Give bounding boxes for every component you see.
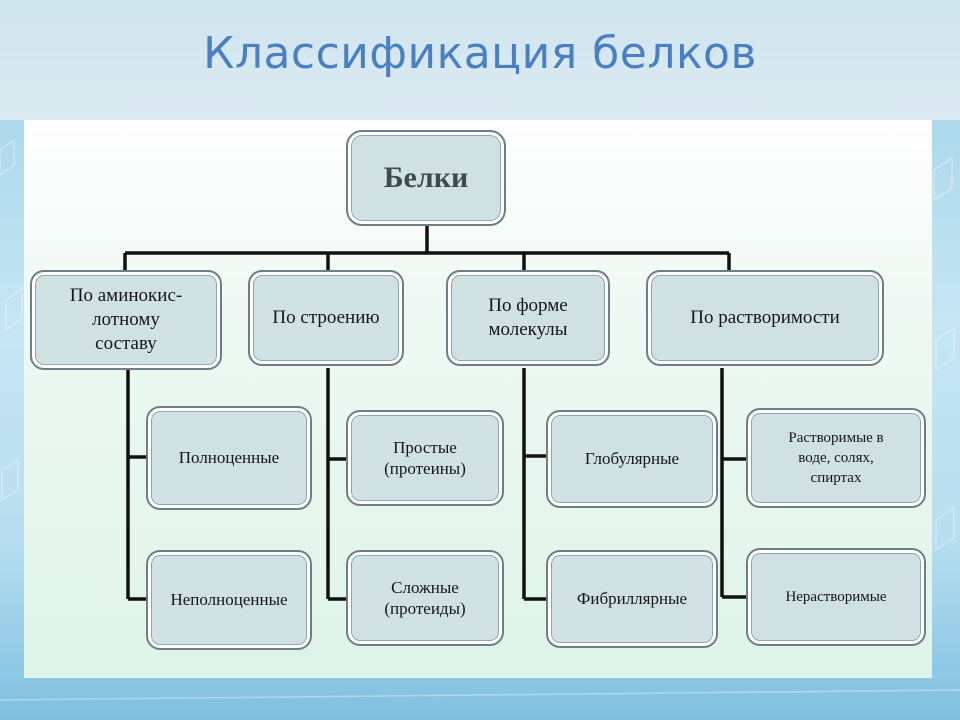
category-node-shape: По форме молекулы bbox=[446, 270, 610, 366]
slide-title: Классификация белков bbox=[203, 28, 757, 79]
category-node-solubility: По растворимости bbox=[646, 270, 884, 366]
root-label: Белки bbox=[383, 161, 469, 195]
connector-lines bbox=[123, 223, 746, 601]
category-label: По аминокис- лотному составу bbox=[69, 285, 183, 354]
leaf-node-simple: Простые (протеины) bbox=[346, 410, 504, 506]
leaf-label: Простые (протеины) bbox=[384, 437, 466, 478]
leaf-node-globular: Глобулярные bbox=[546, 410, 718, 508]
leaf-label: Неполноценные bbox=[170, 590, 288, 610]
leaf-label: Растворимые в воде, солях, спиртах bbox=[788, 429, 884, 487]
root-node: Белки bbox=[346, 130, 506, 226]
leaf-label: Полноценные bbox=[178, 448, 280, 468]
leaf-label: Сложные (протеиды) bbox=[384, 577, 466, 618]
leaf-node-incomplete: Неполноценные bbox=[146, 550, 312, 650]
category-label: По форме молекулы bbox=[488, 295, 568, 340]
leaf-label: Нерастворимые bbox=[785, 588, 887, 605]
leaf-node-fibrillar: Фибриллярные bbox=[546, 550, 718, 648]
leaf-node-complex: Сложные (протеиды) bbox=[346, 550, 504, 646]
leaf-node-insoluble: Нерастворимые bbox=[746, 548, 926, 646]
category-node-composition: По аминокис- лотному составу bbox=[30, 270, 222, 370]
category-label: По растворимости bbox=[690, 307, 840, 329]
diagram-panel: Белки По аминокис- лотному составу По ст… bbox=[24, 120, 932, 678]
leaf-node-soluble: Растворимые в воде, солях, спиртах bbox=[746, 408, 926, 508]
category-node-structure: По строению bbox=[248, 270, 404, 366]
leaf-label: Глобулярные bbox=[584, 449, 680, 469]
leaf-label: Фибриллярные bbox=[576, 589, 688, 609]
category-label: По строению bbox=[272, 307, 380, 329]
title-band bbox=[0, 0, 960, 120]
leaf-node-complete: Полноценные bbox=[146, 406, 312, 510]
